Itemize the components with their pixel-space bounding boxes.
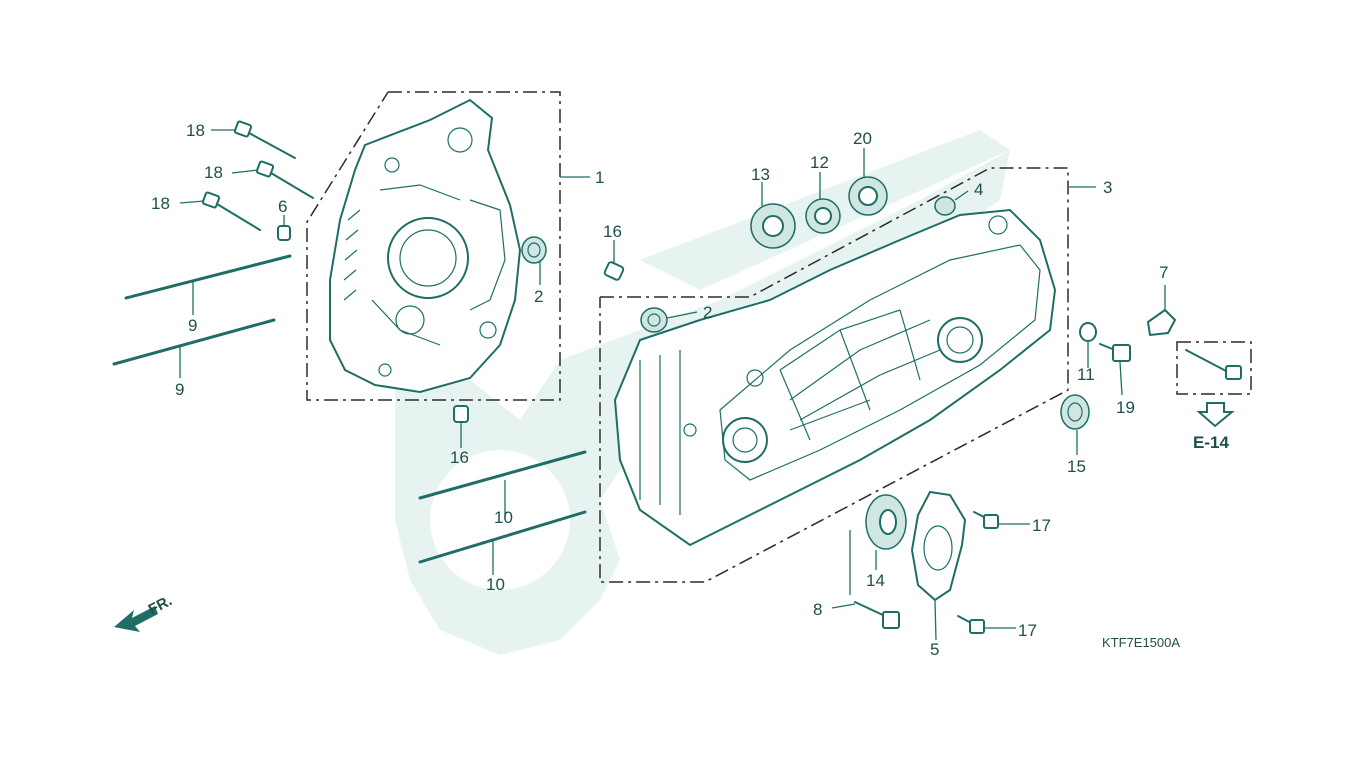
dowel-6 [277,225,291,241]
callout-20: 20 [853,129,872,148]
callout-labels: 1 2 2 3 4 5 6 7 8 9 9 10 10 11 12 13 14 … [151,121,1168,659]
callout-10: 10 [486,575,505,594]
bolt-8 [854,601,900,629]
bolt-18-middle [255,160,314,199]
callout-2: 2 [534,287,543,306]
bolt-18-top [233,120,296,159]
stud-10-bottom [418,510,587,564]
callout-11: 11 [1077,365,1095,384]
bolt-17-top [973,511,999,529]
stud-9-top [124,254,292,300]
bolt-e14 [1185,349,1242,380]
right-crankcase [613,208,1057,547]
bolt-19 [1099,343,1131,362]
dowel-16-bottom [453,405,469,423]
callout-19: 19 [1116,398,1135,417]
callout-16: 16 [450,448,469,467]
seal-2-left [521,236,547,264]
seal-2-right [640,307,668,333]
bolt-17-bottom [957,615,985,634]
callout-16: 16 [603,222,622,241]
callout-18: 18 [151,194,170,213]
callout-9: 9 [175,380,184,399]
gasket-14 [865,494,907,550]
callout-7: 7 [1159,263,1168,282]
callout-13: 13 [751,165,770,184]
stud-10-top [418,450,587,500]
left-case-frame [306,91,561,401]
callout-14: 14 [866,571,885,590]
callout-8: 8 [813,600,822,619]
callout-6: 6 [278,197,287,216]
callout-15: 15 [1067,457,1086,476]
callout-17: 17 [1018,621,1037,640]
callout-18: 18 [186,121,205,140]
cover-5 [910,490,967,602]
callout-18: 18 [204,163,223,182]
leader-lines [179,129,1166,641]
seal-15 [1060,394,1090,430]
washer-11 [1079,322,1097,342]
callout-10: 10 [494,508,513,527]
clamp-7 [1147,309,1176,336]
dowel-16-top [603,261,625,281]
bearing-12 [805,198,841,234]
front-arrow-icon [114,606,158,632]
callout-1: 1 [595,168,604,187]
bearing-13 [750,203,796,249]
callout-9: 9 [188,316,197,335]
callout-4: 4 [974,180,983,199]
reference-arrow-icon [1196,402,1235,428]
callout-17: 17 [1032,516,1051,535]
right-case-frame [599,167,1069,583]
left-crankcase [329,98,522,394]
drawing-code: KTF7E1500A [1102,635,1180,650]
bearing-20 [848,176,888,216]
seal-4 [934,196,956,216]
bolt-18-bottom [201,191,261,231]
callout-3: 3 [1103,178,1112,197]
callout-5: 5 [930,640,939,659]
stud-9-bottom [112,318,276,366]
callout-2: 2 [703,303,712,322]
ref-e14-frame [1176,341,1252,395]
callout-12: 12 [810,153,829,172]
reference-label: E-14 [1193,433,1229,452]
